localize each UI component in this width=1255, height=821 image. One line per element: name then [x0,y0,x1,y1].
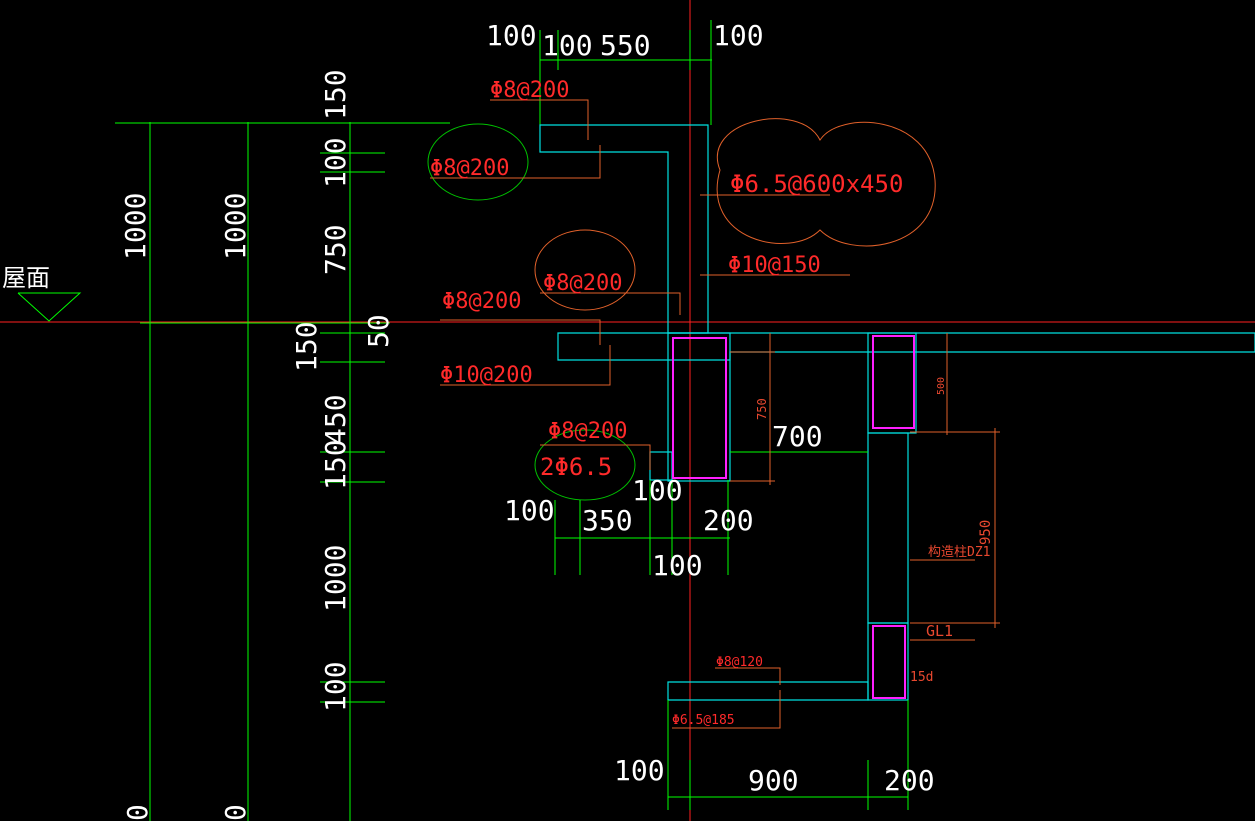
rebar-label-bottom-slab-2: Φ6.5@185 [672,713,735,728]
rebar-label-bottom-slab: Φ8@120 [716,655,763,670]
rebar-label-beam-clouded: 2Φ6.5 [540,453,612,481]
dim-small-500: 500 [936,377,947,395]
dim-small-750: 750 [755,398,769,420]
rebar-label-top-slab-2: Φ8@200 [430,156,509,181]
dim-bottom-100: 100 [614,754,665,787]
dim-col3-50: 50 [362,314,395,348]
dim-top-550: 550 [600,29,651,62]
rebar-label-beam: Φ8@200 [548,419,627,444]
column-label: 构造柱DZ1 [928,545,990,560]
rebar-label-wall-clouded: Φ6.5@600x450 [730,170,903,198]
dim-col1-1000: 1000 [119,193,152,260]
dim-col3-100: 100 [319,137,352,188]
level-label: 屋面 [2,264,50,292]
dim-top-100c: 100 [713,19,764,52]
rebar-label-wall-clouded-2: Φ8@200 [543,271,622,296]
dim-mid-100b: 100 [632,474,683,507]
concrete-sections [539,124,1255,701]
dim-mid-350: 350 [582,504,633,537]
dim-top-100b: 100 [542,29,593,62]
dim-small-950: 950 [978,520,994,545]
dim-mid-700: 700 [772,420,823,453]
dim-col3-750: 750 [319,224,352,275]
dim-top-100a: 100 [486,19,537,52]
dim-col3-1000: 1000 [319,545,352,612]
dim-col3-150: 150 [319,69,352,120]
rebar-label-roof-slab-2: Φ10@200 [440,363,533,388]
top-dimension-lines [539,20,712,125]
dim-col2-1000: 1000 [219,193,252,260]
level-marker-icon [17,292,82,322]
leader-lines [430,99,850,729]
bottom-dimension-lines [667,700,909,810]
dim-bottom-200: 200 [884,764,935,797]
left-dimension-lines [115,122,450,821]
dim-col3-100b: 100 [319,661,352,712]
dim-col3-150b: 150 [290,321,323,372]
revision-clouds [427,118,936,501]
stirrups [672,335,915,699]
dim-mid-100a: 100 [504,494,555,527]
middle-dimension-lines [554,333,1000,641]
dim-col3-150c: 150 [319,439,352,490]
rebar-label-roof-slab: Φ8@200 [442,289,521,314]
dim-mid-200: 200 [703,504,754,537]
rebar-label-top-slab-1: Φ8@200 [490,78,569,103]
dim-bottom-900: 900 [748,764,799,797]
rebar-label-wall: Φ10@150 [728,253,821,278]
dim-mid-100c: 100 [652,549,703,582]
dim-col3-450: 450 [319,394,352,445]
dim-bottom-left: 0 [121,804,154,821]
dim-col2-0: 0 [219,804,252,821]
lintel-label: GL1 [926,622,953,640]
anchor-label: 15d [910,670,933,685]
